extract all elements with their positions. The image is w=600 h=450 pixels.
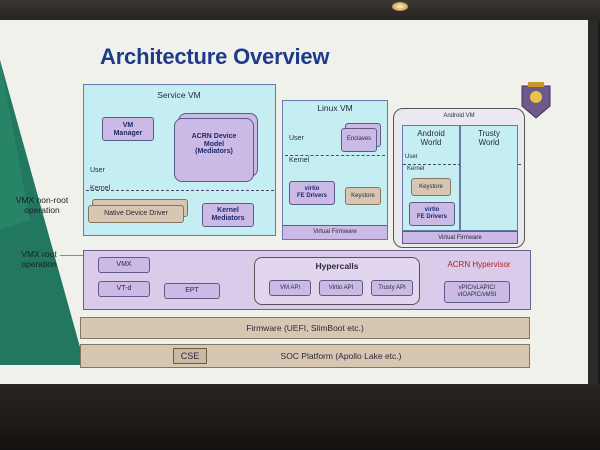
green-wedge-decoration bbox=[0, 60, 85, 365]
vm-manager-box: VM Manager bbox=[102, 117, 154, 141]
hypervisor-panel: VMX VT-d EPT Hypercalls VM API Virtio AP… bbox=[83, 250, 531, 310]
hypercalls-title: Hypercalls bbox=[315, 261, 359, 271]
soc-platform-label: SOC Platform (Apollo Lake etc.) bbox=[280, 351, 402, 361]
hypercalls-group: Hypercalls VM API Virtio API Trusty API bbox=[254, 257, 420, 305]
service-vm-panel: Service VM VM Manager ACRN Device Model … bbox=[83, 84, 276, 236]
service-vm-title: Service VM bbox=[157, 90, 201, 100]
android-virtio-box: virtio FE Drivers bbox=[409, 202, 455, 226]
ceiling-light bbox=[392, 2, 408, 11]
linux-virtio-box: virtio FE Drivers bbox=[289, 181, 335, 205]
linux-user-label: User bbox=[289, 135, 304, 142]
vtd-box: VT-d bbox=[98, 281, 150, 297]
android-kernel-label: Kernel bbox=[407, 166, 425, 172]
service-user-kernel-divider bbox=[86, 190, 274, 191]
android-world-panel: Android World User Kernel Keystore virti… bbox=[402, 125, 521, 231]
trusty-api-box: Trusty API bbox=[371, 280, 413, 296]
vm-api-box: VM API bbox=[269, 280, 311, 296]
kernel-mediators-box: Kernel Mediators bbox=[202, 203, 254, 227]
linux-vm-title: Linux VM bbox=[317, 103, 353, 113]
device-model-box: ACRN Device Model (Mediators) bbox=[174, 118, 254, 182]
linux-vm-panel: Linux VM Enclaves User Kernel virtio FE … bbox=[282, 100, 388, 240]
android-keystore-box: Keystore bbox=[411, 178, 451, 196]
vmx-root-label: VMX root operation bbox=[21, 249, 57, 269]
vmx-non-root-label: VMX non-root operation bbox=[15, 195, 69, 215]
soc-platform-bar: CSE SOC Platform (Apollo Lake etc.) bbox=[80, 344, 530, 368]
android-world-title: Android World bbox=[417, 129, 445, 147]
firmware-bar: Firmware (UEFI, SlimBoot etc.) bbox=[80, 317, 530, 339]
trusty-world-panel: Trusty World bbox=[460, 125, 518, 231]
android-user-label: User bbox=[405, 154, 418, 160]
linux-keystore-box: Keystore bbox=[345, 187, 381, 205]
cse-box: CSE bbox=[173, 348, 207, 364]
android-virtual-firmware-bar: Virtual Firmware bbox=[402, 231, 518, 244]
ceiling bbox=[0, 0, 600, 22]
android-vm-title: Android VM bbox=[443, 113, 475, 119]
service-user-label: User bbox=[90, 167, 105, 174]
virtio-api-box: Virtio API bbox=[319, 280, 363, 296]
ept-box: EPT bbox=[164, 283, 220, 299]
linux-kernel-label: Kernel bbox=[289, 157, 310, 164]
native-driver-box: Native Device Driver bbox=[88, 205, 184, 223]
logo-icon bbox=[521, 82, 551, 119]
service-kernel-label: Kernel bbox=[90, 185, 111, 192]
page-title: Architecture Overview bbox=[100, 44, 330, 69]
screen-edge bbox=[588, 20, 598, 384]
trusty-world-title: Trusty World bbox=[478, 129, 500, 147]
enclaves-box: Enclaves bbox=[341, 128, 377, 152]
floor bbox=[0, 384, 600, 450]
vmx-box: VMX bbox=[98, 257, 150, 273]
android-vm-outer: Android VM Android World User Kernel Key… bbox=[393, 108, 525, 248]
linux-user-kernel-divider bbox=[285, 155, 385, 156]
vpic-box: vPIC/vLAPIC/ vIOAPIC/vMSI bbox=[444, 281, 510, 303]
linux-virtual-firmware-bar: Virtual Firmware bbox=[283, 225, 387, 239]
hypervisor-label: ACRN Hypervisor bbox=[447, 260, 511, 269]
